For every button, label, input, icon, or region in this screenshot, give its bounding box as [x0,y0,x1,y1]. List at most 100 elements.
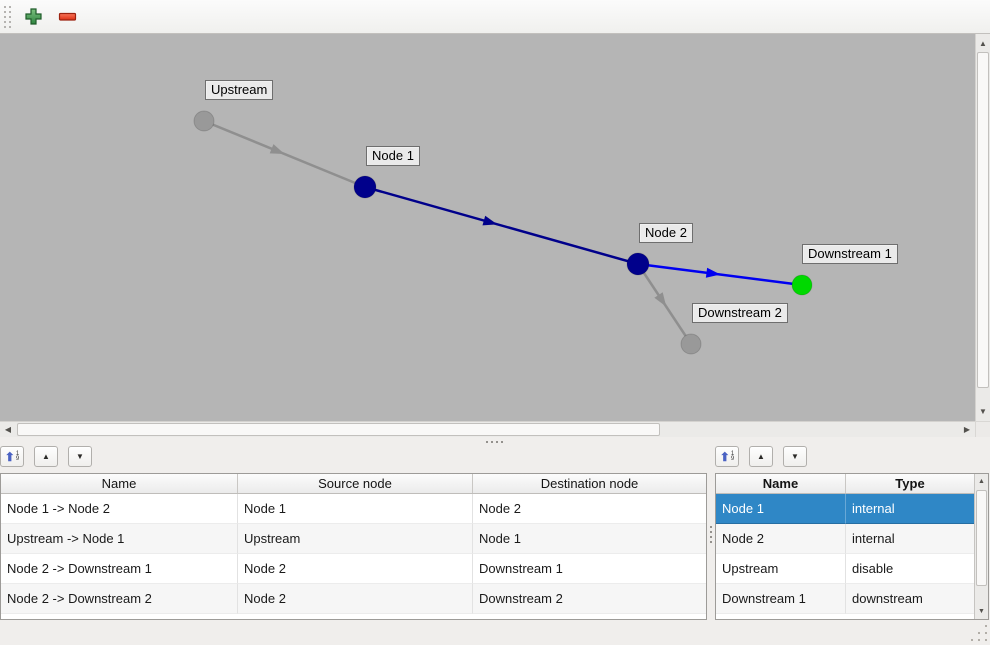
column-header-destination-node[interactable]: Destination node [540,476,639,491]
nodes-table-header: Name Type [716,474,974,494]
scroll-left-button[interactable]: ◀ [0,422,16,437]
column-header-name[interactable]: Name [1,474,238,493]
node-label-downstream-1[interactable]: Downstream 1 [802,244,898,264]
cell-type: internal [846,524,974,554]
column-header-name[interactable]: Name [716,474,846,493]
column-header-type[interactable]: Type [895,476,925,491]
graph-svg [193,110,813,355]
scroll-right-icon: ▶ [963,425,971,434]
cell-source: Node 1 [238,494,473,524]
cell-name: Node 1 [716,494,846,524]
edge-arrow-icon [269,144,285,155]
remove-button[interactable] [52,3,82,31]
node-downstream-1[interactable] [791,274,813,296]
edges-move-up-button[interactable]: ▲ [34,446,58,467]
add-button[interactable] [18,3,48,31]
node-label-upstream[interactable]: Upstream [205,80,274,100]
edges-table: Name Source node Destination node Node 1… [0,473,707,620]
vertical-scroll-thumb[interactable] [977,52,989,388]
canvas-vertical-scrollbar[interactable]: ▲ ▼ [975,34,990,421]
node-downstream-2[interactable] [680,333,702,355]
edges-move-down-button[interactable]: ▼ [68,446,92,467]
remove-minus-icon [58,12,76,21]
scroll-up-icon: ▲ [978,478,985,485]
vertical-splitter[interactable] [707,446,715,621]
cell-name: Node 2 -> Downstream 1 [1,554,238,584]
cell-name: Upstream [716,554,846,584]
scroll-right-button[interactable]: ▶ [959,422,975,437]
status-strip [0,621,990,645]
cell-source: Node 2 [238,584,473,614]
window-resize-grip[interactable] [970,625,987,642]
toolbar-drag-handle[interactable] [4,5,11,28]
up-arrow-icon: ▲ [42,451,50,461]
node-upstream[interactable] [193,110,215,132]
scroll-down-button[interactable]: ▼ [975,604,988,619]
node-label-node-2[interactable]: Node 2 [639,223,693,243]
cell-name: Node 2 [716,524,846,554]
node-node-2[interactable] [626,252,650,276]
cell-name: Upstream -> Node 1 [1,524,238,554]
horizontal-splitter[interactable] [0,437,990,446]
up-arrow-icon: ▲ [757,451,765,461]
scroll-up-icon: ▲ [979,39,987,48]
edge-node-1-to-node-2[interactable] [364,185,639,266]
cell-destination: Node 1 [473,524,706,554]
node-label-node-1[interactable]: Node 1 [366,146,420,166]
cell-source: Upstream [238,524,473,554]
cell-source: Node 2 [238,554,473,584]
add-plus-icon [24,8,42,25]
edge-arrow-icon [482,215,498,226]
table-scroll-thumb[interactable] [976,490,987,586]
scroll-up-button[interactable]: ▲ [976,35,990,52]
down-arrow-icon: ▼ [76,451,84,461]
nodes-move-up-button[interactable]: ▲ [749,446,773,467]
scroll-up-button[interactable]: ▲ [975,474,988,489]
cell-destination: Downstream 2 [473,584,706,614]
cell-destination: Node 2 [473,494,706,524]
edges-table-header: Name Source node Destination node [1,474,706,494]
main-toolbar [0,0,990,34]
scroll-down-icon: ▼ [978,608,985,615]
scroll-down-button[interactable]: ▼ [976,403,990,420]
horizontal-scroll-thumb[interactable] [17,423,660,436]
canvas-horizontal-scrollbar[interactable]: ◀ ▶ [0,421,975,437]
down-arrow-icon: ▼ [791,451,799,461]
column-header-source-node[interactable]: Source node [238,474,473,493]
splitter-handle-dots [486,440,504,443]
edge-arrow-icon [705,267,721,278]
scrollbar-corner [975,421,990,437]
node-label-downstream-2[interactable]: Downstream 2 [692,303,788,323]
cell-name: Node 2 -> Downstream 2 [1,584,238,614]
cell-destination: Downstream 1 [473,554,706,584]
cell-name: Downstream 1 [716,584,846,614]
nodes-table-scrollbar[interactable]: ▲ ▼ [974,474,988,619]
nodes-table-filler [716,614,974,619]
cell-name: Node 1 -> Node 2 [1,494,238,524]
edge-arrow-icon [654,292,667,307]
cell-type: internal [846,494,974,524]
nodes-move-down-button[interactable]: ▼ [783,446,807,467]
node-node-1[interactable] [353,175,377,199]
